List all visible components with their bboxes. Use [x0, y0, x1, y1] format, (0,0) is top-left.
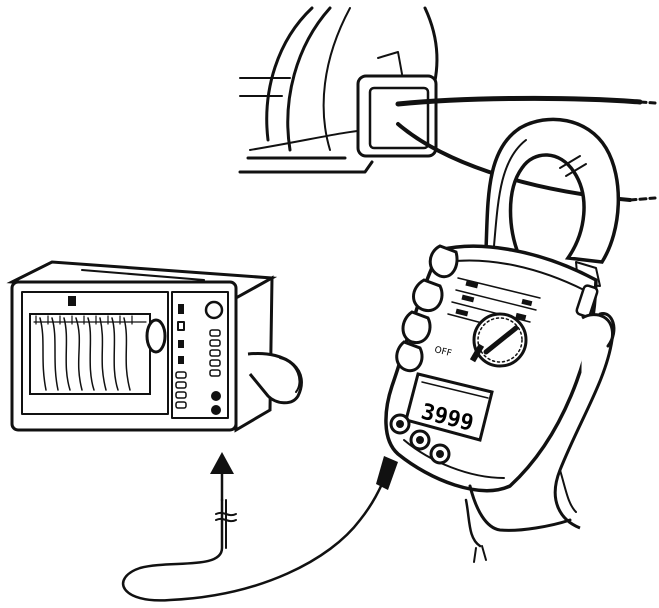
- test-lead-cable: [123, 456, 398, 600]
- input-arrow: [210, 452, 234, 500]
- chart-recorder: [12, 262, 301, 430]
